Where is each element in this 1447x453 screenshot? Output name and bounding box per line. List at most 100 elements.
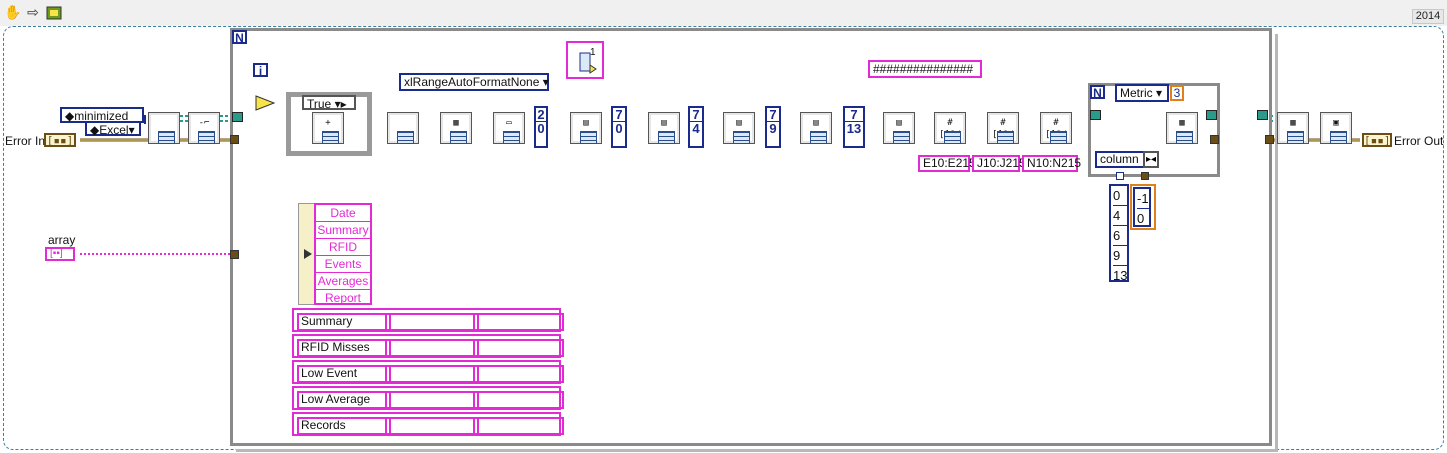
case-structure: [286, 92, 372, 156]
array-terminal[interactable]: [▪▪]: [45, 247, 75, 261]
offset-col: 0: [615, 121, 623, 136]
insert-table-vi-5[interactable]: ▤: [883, 112, 915, 144]
row-array-1: 0: [1137, 211, 1145, 226]
shift-register-left: [232, 112, 243, 122]
open-excel-vi[interactable]: [148, 112, 180, 144]
excel-grid-icon: [158, 131, 175, 144]
autoformat-value: xlRangeAutoFormatNone: [404, 75, 540, 89]
vi-grid-icon: [733, 131, 750, 144]
shift-register-right: [1257, 110, 1268, 120]
case-selector[interactable]: True ▾▸: [302, 95, 356, 111]
table-empty-cell: [385, 339, 479, 357]
error-in-terminal[interactable]: [▪▪]: [44, 133, 76, 147]
table-icon: ▤: [736, 118, 742, 128]
column-array-3: 9: [1113, 246, 1127, 266]
autoformat-vi[interactable]: ▦: [440, 112, 472, 144]
cluster-field-averages[interactable]: Averages: [316, 274, 370, 290]
offset-col: 9: [769, 121, 777, 136]
insert-table-vi-4[interactable]: ▤: [800, 112, 832, 144]
insert-date-vi[interactable]: ▭: [493, 112, 525, 144]
cluster-field-rfid[interactable]: RFID: [316, 239, 370, 256]
vi-grid-icon: [997, 131, 1014, 144]
compare-icon: [255, 95, 276, 111]
set-format-vi-3[interactable]: #[]?/: [1040, 112, 1072, 144]
inner-loop-count-terminal[interactable]: N: [1090, 85, 1105, 99]
app-value: Excel: [99, 123, 129, 137]
insert-table-vi-3[interactable]: ▤: [723, 112, 755, 144]
vi-grid-icon: [503, 131, 520, 144]
row-array-frame: [1130, 184, 1156, 230]
range-constant-0[interactable]: E10:E215: [918, 155, 976, 172]
set-format-vi-2[interactable]: #[]?/: [987, 112, 1019, 144]
table-constant-summary[interactable]: Summary: [292, 308, 564, 332]
compare-node[interactable]: [254, 94, 276, 112]
metric-constant[interactable]: Metric ▾: [1115, 84, 1169, 102]
wrench-icon: -⌐: [198, 118, 210, 128]
loop-count-terminal[interactable]: N: [232, 30, 247, 44]
cluster-field-report[interactable]: Report: [324, 291, 362, 305]
range-constant-1[interactable]: J10:J215: [972, 155, 1026, 172]
metric-dropdown-icon: ▾: [1156, 86, 1163, 100]
metric-count-constant[interactable]: 3: [1170, 85, 1184, 101]
error-tunnel-left: [230, 135, 239, 144]
arrow-right-icon[interactable]: ⇨: [27, 5, 39, 21]
loop-iteration-terminal[interactable]: i: [253, 63, 268, 77]
vi-grid-icon: [810, 131, 827, 144]
offset-row: 7: [767, 108, 779, 122]
autoformat-constant[interactable]: xlRangeAutoFormatNone ▾: [399, 73, 549, 91]
row-array-constant[interactable]: -1 0: [1133, 187, 1151, 227]
cluster-field-summary[interactable]: Summary: [316, 223, 370, 239]
vi-grid-icon: [658, 131, 675, 144]
close-excel-vi[interactable]: ▣: [1320, 112, 1352, 144]
table-constant-rfid-misses[interactable]: RFID Misses: [292, 334, 564, 358]
save-workbook-vi[interactable]: ▦: [1277, 112, 1309, 144]
table-header-cell: Summary: [297, 313, 391, 331]
toolbar: [0, 0, 1447, 26]
column-index-tunnel: [1116, 172, 1124, 180]
set-format-vi-1[interactable]: #[]?/: [934, 112, 966, 144]
autoformat-dropdown-icon: ▾: [542, 75, 549, 89]
table-constant-low-average[interactable]: Low Average: [292, 386, 564, 410]
wrench-vi[interactable]: -⌐: [188, 112, 220, 144]
table-constant-low-event[interactable]: Low Event: [292, 360, 564, 384]
vi-grid-icon: [580, 131, 597, 144]
app-constant[interactable]: ◆Excel▾: [85, 121, 141, 137]
format-icon: #[]?/: [1045, 118, 1067, 140]
get-worksheet-vi[interactable]: [387, 112, 419, 144]
window-state-value: minimized: [74, 109, 129, 123]
cluster-field-date[interactable]: Date: [316, 205, 370, 222]
insert-table-vi-1[interactable]: ▤: [570, 112, 602, 144]
index-icon: [579, 52, 597, 74]
hand-icon[interactable]: ✋: [4, 5, 22, 21]
format-icon: #[]?/: [992, 118, 1014, 140]
run-icon[interactable]: [44, 4, 64, 22]
error-out-terminal[interactable]: [▪▪]: [1362, 133, 1392, 147]
column-array-constant[interactable]: 0 4 6 9 13: [1109, 184, 1129, 283]
vi-grid-icon: [1287, 131, 1304, 144]
table-header-cell: Low Event: [297, 365, 391, 383]
format-icon: #[]?/: [939, 118, 961, 140]
column-constant[interactable]: column: [1095, 151, 1145, 168]
range-constant-2[interactable]: N10:N215: [1022, 155, 1081, 172]
index-array-node[interactable]: 1: [566, 41, 604, 79]
table-empty-cell: [473, 417, 564, 435]
add-sheet-vi[interactable]: +: [312, 112, 344, 144]
vi-grid-icon: [1330, 131, 1347, 144]
number-format-constant[interactable]: ###############: [868, 60, 982, 78]
offset-col: 13: [846, 121, 862, 136]
column-array-1: 4: [1113, 206, 1127, 226]
app-arrow-icon: ◆: [90, 123, 100, 137]
error-out-label: Error Out: [1394, 134, 1444, 148]
table-icon: ▦: [453, 118, 459, 128]
insert-table-vi-2[interactable]: ▤: [648, 112, 680, 144]
table-constant-records[interactable]: Records: [292, 412, 564, 436]
error-in-label: Error In: [5, 134, 46, 148]
cluster-field-events[interactable]: Events: [316, 256, 370, 273]
error-tunnel-right: [1265, 135, 1274, 144]
column-width-vi[interactable]: ▦: [1166, 112, 1198, 144]
